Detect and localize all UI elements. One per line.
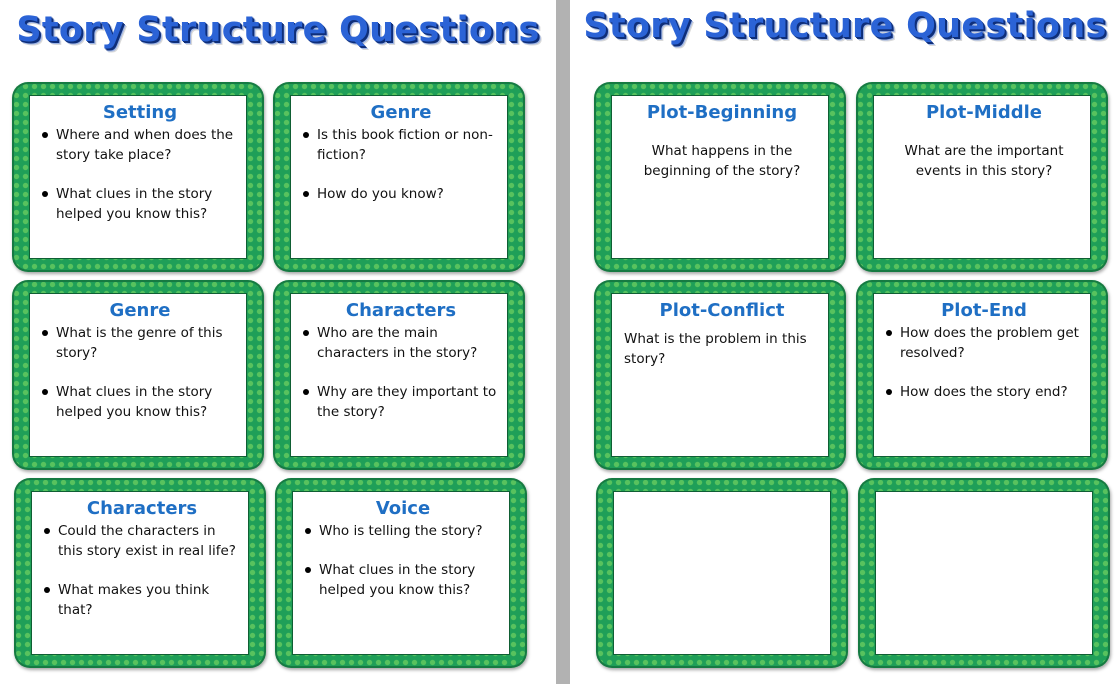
card-title: Genre: [370, 102, 432, 123]
card-title: Genre: [109, 300, 171, 321]
card-body: [613, 491, 831, 655]
page-title: Story Structure Questions: [583, 6, 1107, 46]
blank-card: [858, 478, 1110, 668]
question-card-plot-beginning: Plot-Beginning What happens in the begin…: [594, 82, 846, 272]
question-bullet: How does the problem get resolved?: [886, 323, 1082, 363]
card-body: Genre What is the genre of this story? W…: [29, 293, 247, 457]
card-title: Plot-Beginning: [646, 102, 798, 123]
question-bullet: How do you know?: [303, 184, 499, 204]
question-list: Who are the main characters in the story…: [303, 323, 499, 422]
card-body: Genre Is this book fiction or non-fictio…: [290, 95, 508, 259]
question-list: Is this book fiction or non-fiction? How…: [303, 125, 499, 204]
right-page: Story Structure Questions Plot-Beginning…: [570, 0, 1120, 684]
question-card-plot-middle: Plot-Middle What are the important event…: [856, 82, 1108, 272]
card-title: Setting: [102, 102, 178, 123]
card-title: Characters: [86, 498, 198, 519]
card-title: Plot-End: [941, 300, 1027, 321]
question-card-plot-end: Plot-End How does the problem get resolv…: [856, 280, 1108, 470]
page-divider: [556, 0, 570, 684]
card-title: Plot-Conflict: [659, 300, 785, 321]
card-body: Plot-Conflict What is the problem in thi…: [611, 293, 829, 457]
question-bullet: How does the story end?: [886, 382, 1082, 402]
card-body: Plot-Middle What are the important event…: [873, 95, 1091, 259]
card-body: Setting Where and when does the story ta…: [29, 95, 247, 259]
question-bullet: Who is telling the story?: [305, 521, 501, 541]
question-card-genre-fiction: Genre Is this book fiction or non-fictio…: [273, 82, 525, 272]
question-bullet: Could the characters in this story exist…: [44, 521, 240, 561]
question-bullet: What clues in the story helped you know …: [42, 382, 238, 422]
card-body: Plot-End How does the problem get resolv…: [873, 293, 1091, 457]
question-card-genre: Genre What is the genre of this story? W…: [12, 280, 264, 470]
blank-card: [596, 478, 848, 668]
question-card-plot-conflict: Plot-Conflict What is the problem in thi…: [594, 280, 846, 470]
question-bullet: What makes you think that?: [44, 580, 240, 620]
question-card-setting: Setting Where and when does the story ta…: [12, 82, 264, 272]
question-text: What is the problem in this story?: [624, 331, 807, 367]
question-text: What happens in the beginning of the sto…: [643, 143, 801, 179]
question-list: Who is telling the story? What clues in …: [305, 521, 501, 600]
question-bullet: Why are they important to the story?: [303, 382, 499, 422]
question-text: What are the important events in this st…: [904, 143, 1064, 179]
question-bullet: What clues in the story helped you know …: [42, 184, 238, 224]
question-bullet: What clues in the story helped you know …: [305, 560, 501, 600]
card-body: Characters Could the characters in this …: [31, 491, 249, 655]
question-card-characters-main: Characters Who are the main characters i…: [273, 280, 525, 470]
page-title: Story Structure Questions: [16, 10, 540, 50]
card-title: Plot-Middle: [925, 102, 1043, 123]
question-bullet: What is the genre of this story?: [42, 323, 238, 363]
question-list: Where and when does the story take place…: [42, 125, 238, 224]
card-body: Voice Who is telling the story? What clu…: [292, 491, 510, 655]
card-body: Plot-Beginning What happens in the begin…: [611, 95, 829, 259]
card-body: Characters Who are the main characters i…: [290, 293, 508, 457]
left-page: Story Structure Questions Setting Where …: [0, 0, 556, 684]
question-list: Could the characters in this story exist…: [44, 521, 240, 620]
question-list: How does the problem get resolved? How d…: [886, 323, 1082, 402]
card-title: Characters: [345, 300, 457, 321]
question-bullet: Who are the main characters in the story…: [303, 323, 499, 363]
question-list: What is the genre of this story? What cl…: [42, 323, 238, 422]
question-card-voice: Voice Who is telling the story? What clu…: [275, 478, 527, 668]
question-card-characters-real: Characters Could the characters in this …: [14, 478, 266, 668]
question-bullet: Where and when does the story take place…: [42, 125, 238, 165]
card-title: Voice: [375, 498, 431, 519]
card-body: [875, 491, 1093, 655]
question-bullet: Is this book fiction or non-fiction?: [303, 125, 499, 165]
